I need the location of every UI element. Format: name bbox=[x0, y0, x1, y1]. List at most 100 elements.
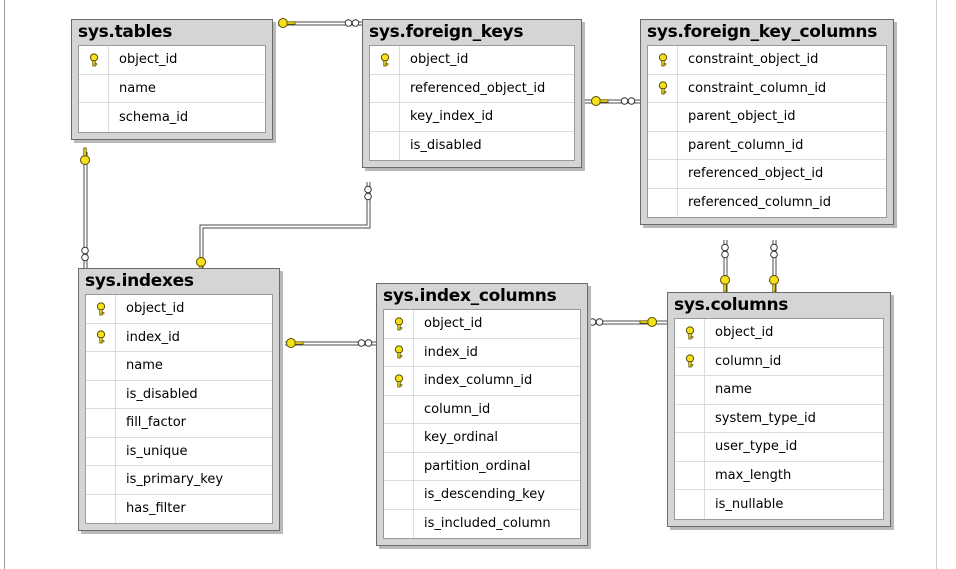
key-cell bbox=[675, 461, 705, 489]
column-row[interactable]: object_id bbox=[370, 46, 574, 75]
key-cell bbox=[86, 437, 116, 465]
column-row[interactable]: is_included_column bbox=[384, 509, 580, 538]
key-cell bbox=[648, 131, 678, 159]
table-title: sys.foreign_key_columns bbox=[647, 22, 878, 42]
column-name: partition_ordinal bbox=[424, 458, 531, 474]
column-row[interactable]: partition_ordinal bbox=[384, 452, 580, 481]
canvas-left-border bbox=[4, 0, 5, 569]
column-row[interactable]: index_id bbox=[86, 323, 272, 352]
table-sys-index-columns[interactable]: sys.index_columns object_id index_id index_… bbox=[376, 283, 588, 546]
column-row[interactable]: constraint_object_id bbox=[648, 46, 886, 75]
column-row[interactable]: name bbox=[79, 74, 265, 103]
table-sys-foreign-key-columns[interactable]: sys.foreign_key_columns constraint_object… bbox=[640, 19, 894, 225]
column-row[interactable]: name bbox=[86, 352, 272, 381]
column-row[interactable]: has_filter bbox=[86, 494, 272, 523]
column-row[interactable]: column_id bbox=[384, 395, 580, 424]
column-name: has_filter bbox=[126, 501, 186, 517]
column-row[interactable]: system_type_id bbox=[675, 404, 883, 433]
table-title: sys.columns bbox=[674, 295, 789, 315]
column-row[interactable]: is_disabled bbox=[86, 380, 272, 409]
column-name: parent_column_id bbox=[688, 137, 804, 153]
column-name: index_id bbox=[424, 344, 478, 360]
column-row[interactable]: max_length bbox=[675, 461, 883, 490]
column-name: is_disabled bbox=[410, 138, 482, 154]
column-list: constraint_object_id constraint_column_id… bbox=[647, 45, 887, 218]
column-row[interactable]: name bbox=[675, 376, 883, 405]
key-cell bbox=[675, 376, 705, 404]
column-name: referenced_column_id bbox=[688, 195, 832, 211]
column-row[interactable]: key_ordinal bbox=[384, 424, 580, 453]
infinity-icon bbox=[81, 19, 778, 347]
column-row[interactable]: schema_id bbox=[79, 103, 265, 132]
column-name: index_id bbox=[126, 329, 180, 345]
column-row[interactable]: user_type_id bbox=[675, 433, 883, 462]
key-cell bbox=[384, 481, 414, 509]
key-icon bbox=[648, 46, 678, 74]
key-icon bbox=[384, 367, 414, 395]
key-cell bbox=[86, 380, 116, 408]
key-cell bbox=[648, 160, 678, 188]
column-name: name bbox=[126, 358, 163, 374]
key-icon bbox=[648, 74, 678, 102]
column-row[interactable]: column_id bbox=[675, 347, 883, 376]
column-row[interactable]: referenced_object_id bbox=[370, 74, 574, 103]
key-cell bbox=[86, 494, 116, 523]
column-row[interactable]: index_column_id bbox=[384, 367, 580, 396]
column-name: is_descending_key bbox=[424, 487, 545, 503]
column-row[interactable]: index_id bbox=[384, 338, 580, 367]
column-row[interactable]: parent_object_id bbox=[648, 103, 886, 132]
column-row[interactable]: fill_factor bbox=[86, 409, 272, 438]
column-name: referenced_object_id bbox=[688, 166, 824, 182]
column-row[interactable]: is_disabled bbox=[370, 131, 574, 160]
key-icon bbox=[384, 338, 414, 366]
column-row[interactable]: key_index_id bbox=[370, 103, 574, 132]
key-cell bbox=[648, 188, 678, 217]
column-list: object_id index_id index_column_id column_i… bbox=[383, 309, 581, 539]
key-icon bbox=[675, 319, 705, 347]
column-row[interactable]: is_descending_key bbox=[384, 481, 580, 510]
key-cell bbox=[384, 395, 414, 423]
column-row[interactable]: object_id bbox=[79, 46, 265, 75]
column-row[interactable]: object_id bbox=[384, 310, 580, 339]
column-name: constraint_object_id bbox=[688, 52, 819, 68]
column-row[interactable]: is_primary_key bbox=[86, 466, 272, 495]
column-row[interactable]: parent_column_id bbox=[648, 131, 886, 160]
key-cell bbox=[86, 466, 116, 494]
table-title: sys.tables bbox=[78, 22, 173, 42]
key-cell bbox=[648, 103, 678, 131]
table-title: sys.index_columns bbox=[383, 286, 557, 306]
column-name: key_index_id bbox=[410, 109, 494, 125]
column-row[interactable]: object_id bbox=[675, 319, 883, 348]
canvas-right-border bbox=[936, 0, 937, 569]
column-name: is_primary_key bbox=[126, 472, 224, 488]
column-name: index_column_id bbox=[424, 373, 533, 389]
column-row[interactable]: is_unique bbox=[86, 437, 272, 466]
column-name: name bbox=[715, 382, 752, 398]
table-title: sys.foreign_keys bbox=[369, 22, 524, 42]
column-row[interactable]: is_nullable bbox=[675, 490, 883, 519]
column-row[interactable]: object_id bbox=[86, 295, 272, 324]
column-name: schema_id bbox=[119, 109, 189, 125]
key-cell bbox=[79, 103, 109, 132]
column-name: object_id bbox=[424, 316, 483, 332]
column-name: column_id bbox=[715, 353, 782, 369]
column-name: max_length bbox=[715, 467, 792, 483]
key-cell bbox=[86, 409, 116, 437]
column-name: name bbox=[119, 80, 156, 96]
column-name: fill_factor bbox=[126, 415, 186, 431]
column-name: object_id bbox=[126, 301, 185, 317]
key-cell bbox=[370, 74, 400, 102]
key-cell bbox=[370, 103, 400, 131]
column-name: column_id bbox=[424, 401, 491, 417]
column-name: is_unique bbox=[126, 443, 188, 459]
column-row[interactable]: constraint_column_id bbox=[648, 74, 886, 103]
column-name: is_disabled bbox=[126, 386, 198, 402]
column-row[interactable]: referenced_column_id bbox=[648, 188, 886, 217]
column-row[interactable]: referenced_object_id bbox=[648, 160, 886, 189]
